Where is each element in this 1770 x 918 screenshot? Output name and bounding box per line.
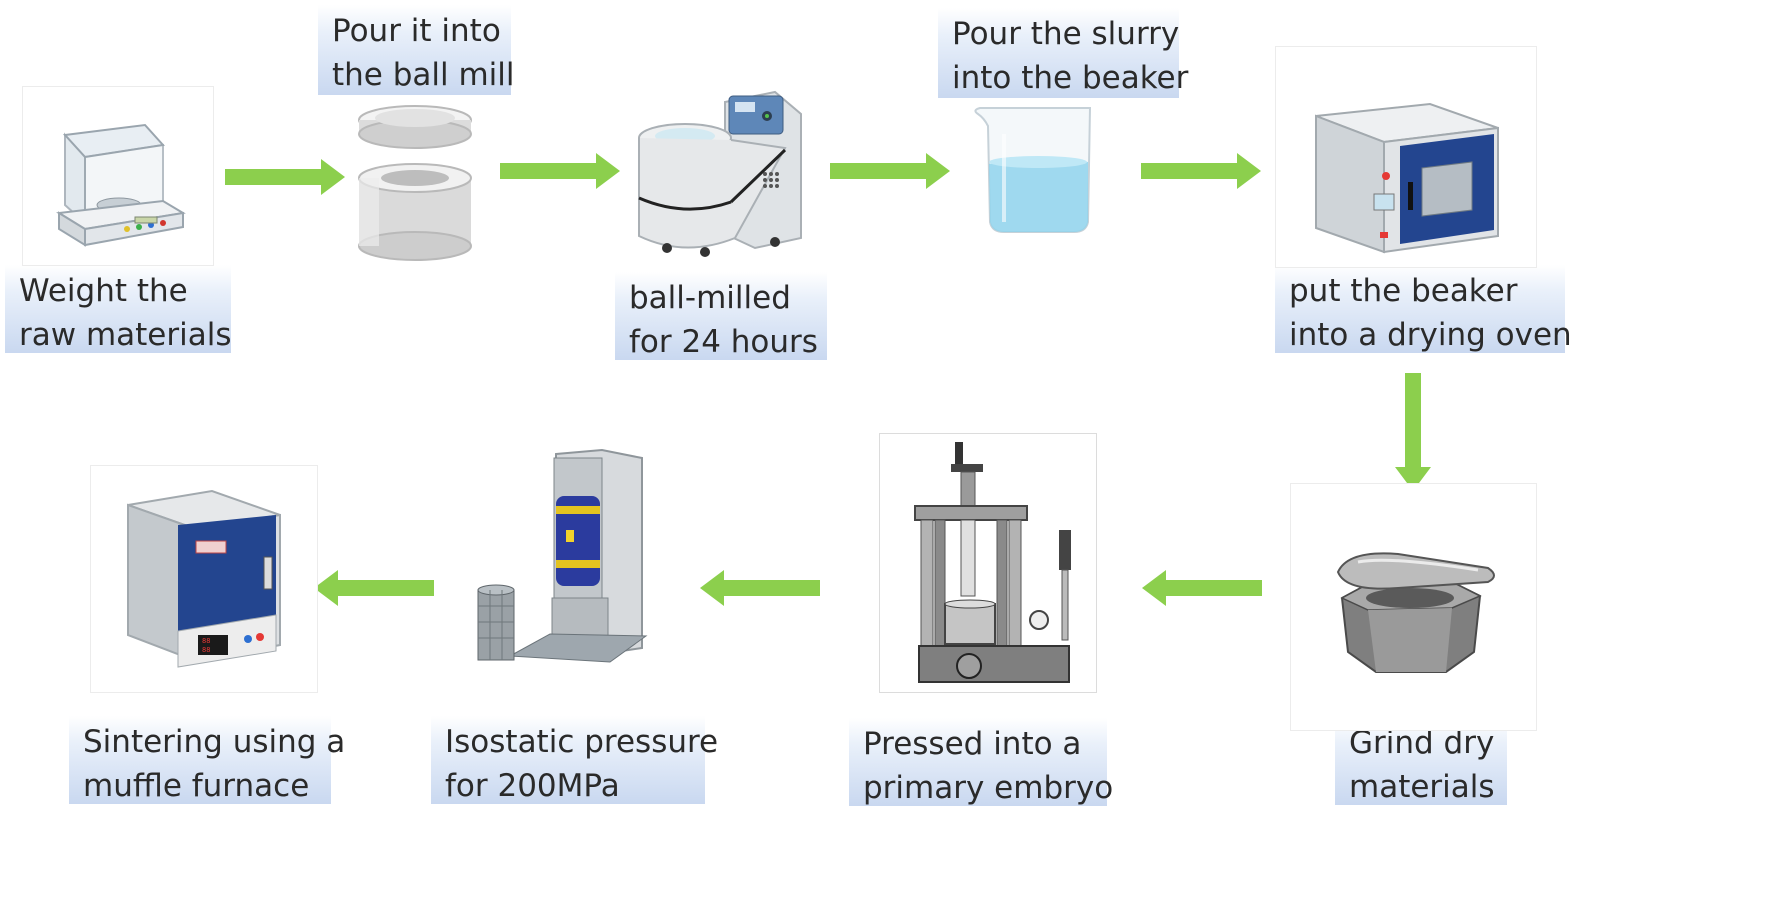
step-label-line: for 24 hours [629,324,818,360]
step-label-sinter: Sintering using a muffle furnace [69,716,346,804]
step-label-line: the ball mill [332,57,515,93]
svg-text:88: 88 [202,637,210,645]
step-label-slurry: Pour the slurry into the beaker [938,8,1189,98]
step-label-mill: ball-milled for 24 hours [615,272,827,360]
step-label-line: Grind dry [1349,725,1495,761]
step-label-line: Pour it into [332,13,501,49]
step-label-line: put the beaker [1289,273,1518,309]
step-label-line: into a drying oven [1289,317,1572,353]
step-label-line: for 200MPa [445,768,620,804]
step-label-line: primary embryo [863,770,1114,806]
mortar-pestle-icon [1336,552,1495,673]
arrow-left-icon [1142,570,1262,606]
arrow-left-icon [700,570,820,606]
step-label-line: ball-milled [629,280,791,316]
arrow-right-icon [830,153,950,189]
step-label-line: Isostatic pressure [445,724,719,760]
step-label-weigh: Weight the raw materials [5,265,232,353]
step-label-line: raw materials [19,317,232,353]
step-label-line: muffle furnace [83,768,310,804]
svg-text:88: 88 [202,646,210,654]
step-label-line: Pressed into a [863,726,1082,762]
step-label-line: into the beaker [952,60,1189,96]
step-label-grind: Grind dry materials [1335,717,1507,805]
step-label-line: materials [1349,769,1495,805]
arrow-right-icon [1141,153,1261,189]
beaker-icon [974,107,1092,233]
drying-oven-icon [1315,102,1499,254]
arrow-left-icon [314,570,434,606]
arrow-right-icon [225,159,345,195]
step-label-dry: put the beaker into a drying oven [1275,265,1572,353]
ball-mill-jar-icon [358,105,472,261]
arrow-down-icon [1395,373,1431,491]
arrow-right-icon [500,153,620,189]
step-label-pour: Pour it into the ball mill [318,5,515,95]
muffle-furnace-icon: 88 88 [127,489,281,668]
step-label-line: Pour the slurry [952,16,1180,52]
step-label-line: Weight the [19,273,188,309]
step-label-line: Sintering using a [83,724,346,760]
step-label-press: Pressed into a primary embryo [849,718,1113,806]
ball-mill-machine-icon [638,90,802,257]
hydraulic-press-icon [914,442,1071,683]
analytical-balance-icon [56,123,186,247]
step-label-iso: Isostatic pressure for 200MPa [431,716,719,804]
isostatic-press-icon [477,448,648,663]
